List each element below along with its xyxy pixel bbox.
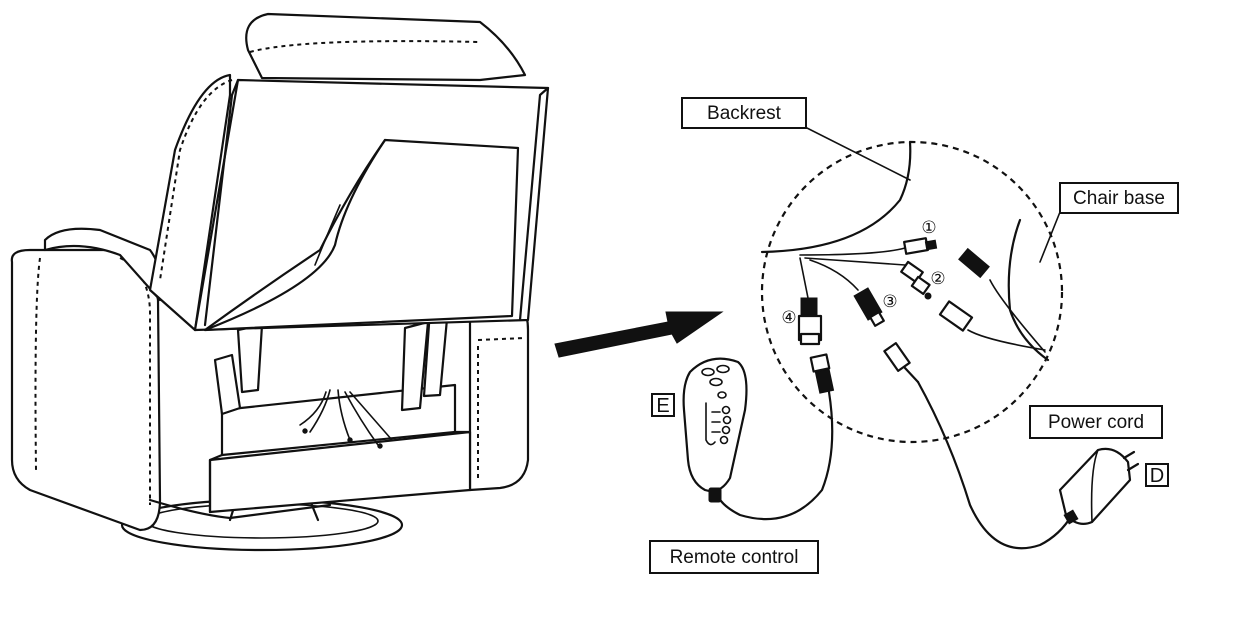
recliner-chair-icon	[10, 12, 550, 552]
connector-number-4: ④	[781, 308, 796, 328]
connector-number-2: ②	[930, 269, 945, 289]
connector-number-1: ①	[921, 218, 936, 238]
letter-d-text: D	[1150, 465, 1164, 487]
right-arrow-icon	[554, 311, 724, 358]
letter-e-badge: E	[651, 393, 675, 417]
detail-zoom-circle	[760, 140, 1064, 444]
power-cord-label: Power cord	[1029, 405, 1163, 439]
chair-base-label: Chair base	[1039, 182, 1179, 263]
power-cord-label-text: Power cord	[1048, 412, 1144, 433]
remote-control-icon	[682, 357, 748, 503]
backrest-label: Backrest	[681, 97, 911, 181]
remote-control-label-text: Remote control	[670, 547, 799, 568]
power-adapter-icon	[1058, 447, 1140, 525]
remote-control-label: Remote control	[649, 540, 819, 574]
letter-d-badge: D	[1145, 463, 1169, 487]
backrest-label-text: Backrest	[707, 103, 782, 124]
letter-e-text: E	[656, 395, 669, 417]
chair-base-label-text: Chair base	[1073, 188, 1165, 209]
connector-number-3: ③	[882, 292, 897, 312]
